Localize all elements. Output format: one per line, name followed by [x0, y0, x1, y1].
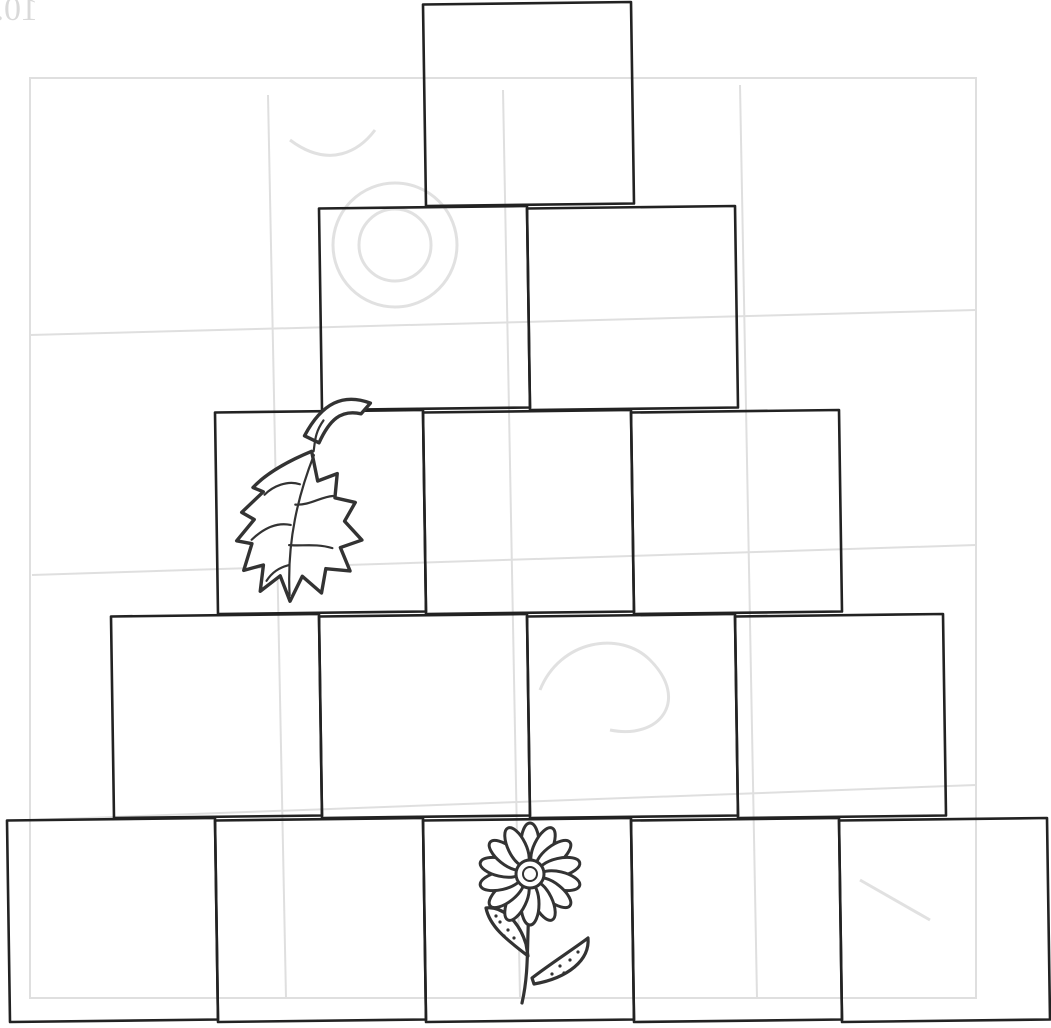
bleed-through-text: 10. Dibuja un ojo en el cuadrado de abaj… — [0, 0, 38, 28]
